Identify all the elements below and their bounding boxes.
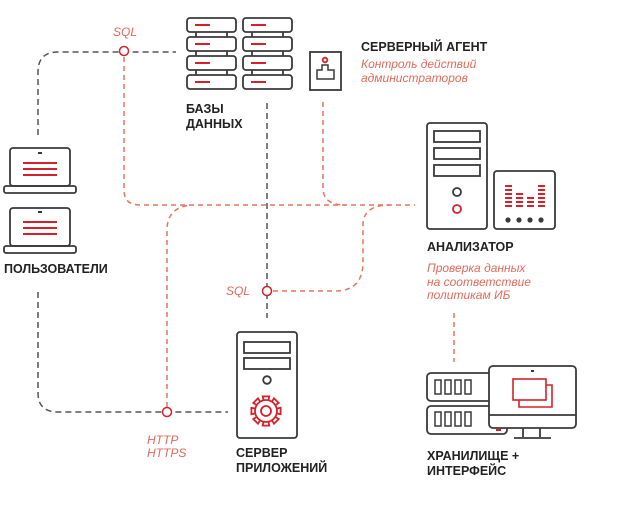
protocol-sql-top: SQL	[113, 25, 138, 39]
node-label-analyzer: АНАЛИЗАТОР	[427, 240, 514, 254]
gear-icon	[250, 395, 282, 427]
protocol-http: HTTP HTTPS	[147, 433, 187, 460]
database-rack-icon	[186, 17, 293, 90]
laptop-icon	[3, 207, 77, 254]
mirror-http	[166, 204, 191, 407]
node-desc-server-agent: Контроль действий администраторов	[361, 57, 477, 85]
analyzer-icon	[426, 122, 556, 230]
link-users-appserver	[37, 292, 228, 413]
link-users-databases	[37, 51, 176, 135]
laptop-icon	[3, 147, 77, 194]
node-label-users: ПОЛЬЗОВАТЕЛИ	[4, 262, 108, 276]
node-label-app-server: СЕРВЕР ПРИЛОЖЕНИЙ	[236, 446, 328, 475]
storage-monitor-icon	[426, 365, 577, 439]
junction-http	[161, 406, 173, 418]
agent-icon	[309, 51, 342, 91]
node-label-databases: БАЗЫ ДАННЫХ	[186, 102, 243, 131]
node-label-storage: ХРАНИЛИЩЕ + ИНТЕРФЕЙС	[427, 449, 520, 478]
mirror-agent	[322, 102, 346, 206]
mirror-sql-top	[123, 57, 415, 206]
junction-sql-top	[118, 45, 130, 57]
mirror-sql-middle	[273, 204, 391, 292]
node-desc-analyzer: Проверка данных на соответствие политика…	[427, 261, 531, 302]
app-server-icon	[236, 331, 298, 439]
protocol-sql-middle: SQL	[226, 284, 251, 298]
node-label-server-agent: СЕРВЕРНЫЙ АГЕНТ	[361, 40, 488, 54]
junction-sql-middle	[261, 285, 273, 297]
